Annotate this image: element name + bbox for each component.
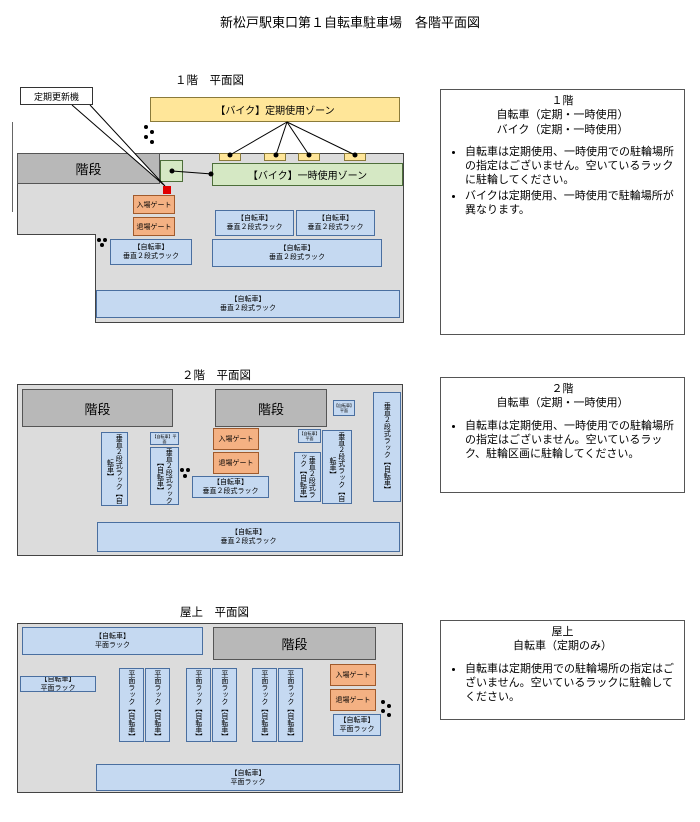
dot-icon: [387, 704, 391, 708]
dot-icon: [180, 468, 184, 472]
floor2-stairs-left: 階段: [22, 389, 173, 427]
machine-callout: 定期更新機: [20, 87, 93, 105]
floor1-rack: 【自転車】垂直２段式ラック: [215, 210, 294, 236]
list-item: 自転車は定期使用、一時使用での駐輪場所の指定はございません。空いているラックに駐…: [465, 145, 674, 188]
floor2-rack: 【自転車】垂直２段式ラック: [97, 522, 400, 552]
rooftop-rack: 平面ラック【自転車】: [252, 668, 277, 742]
dot-icon: [186, 468, 190, 472]
rooftop-exit-gate: 退場ゲート: [330, 689, 376, 711]
rooftop-rack: 平面ラック【自転車】: [145, 668, 170, 742]
floor2-flat-rack: 【自転車】平面: [333, 400, 355, 416]
dot-icon: [97, 238, 101, 242]
floor1-cutout-border: [95, 234, 96, 323]
floor1-rack: 【自転車】垂直２段式ラック: [110, 239, 192, 265]
floor2-rack: 垂直２段式ラック【自転車】: [150, 447, 179, 505]
dot-icon: [387, 713, 391, 717]
rooftop-rack: 【自転車】平面ラック: [20, 676, 96, 692]
floor2-rack: 【自転車】垂直２段式ラック: [192, 476, 269, 498]
dot-icon: [183, 474, 187, 478]
floor2-info-sub1: 自転車（定期・一時使用）: [496, 396, 629, 410]
list-item: 自転車は定期使用での駐輪場所の指定はございません。空いているラックに駐輪してくだ…: [465, 662, 674, 705]
floor2-rack: 垂直２段式ラック【自転車】: [322, 430, 352, 504]
rooftop-rack: 【自転車】平面ラック: [96, 764, 400, 791]
floor2-rack: 垂直２段式ラック【自転車】: [373, 392, 401, 502]
rooftop-rack: 平面ラック【自転車】: [186, 668, 211, 742]
floor1-rack: 【自転車】垂直２段式ラック: [212, 239, 382, 267]
floor1-info-box: １階 自転車（定期・一時使用） バイク（定期・一時使用） 自転車は定期使用、一時…: [440, 89, 685, 335]
floor1-rack: 【自転車】垂直２段式ラック: [96, 290, 400, 318]
floor2-rack: 垂直２段式ラック【自転車】: [294, 452, 321, 502]
renewal-machine-icon[interactable]: [163, 186, 171, 194]
rooftop-rack: 平面ラック【自転車】: [278, 668, 303, 742]
rooftop-info-sub1: 自転車（定期のみ）: [513, 639, 612, 653]
floor1-heading: １階 平面図: [175, 73, 244, 87]
floor2-heading: ２階 平面図: [182, 368, 251, 382]
dot-icon: [103, 238, 107, 242]
dot-icon: [100, 243, 104, 247]
dot-icon: [381, 709, 385, 713]
floor1-entry-gate: 入場ゲート: [133, 195, 175, 214]
floor2-flat-rack: 【自転車】平面: [298, 429, 321, 443]
bike-regular-zone: 【バイク】定期使用ゾーン: [150, 97, 400, 122]
rooftop-rack: 平面ラック【自転車】: [119, 668, 144, 742]
dot-icon: [144, 135, 148, 139]
floor1-info-list: 自転車は定期使用、一時使用での駐輪場所の指定はございません。空いているラックに駐…: [451, 145, 674, 217]
page-title: 新松戸駅東口第１自転車駐車場 各階平面図: [219, 16, 480, 31]
rooftop-rack: 【自転車】平面ラック: [333, 714, 381, 736]
floor2-rack: 垂直２段式ラック【自転車】: [101, 432, 128, 506]
floor2-stairs-center: 階段: [215, 389, 327, 427]
list-item: バイクは定期使用、一時使用で駐輪場所が異なります。: [465, 189, 674, 218]
list-item: 自転車は定期使用、一時使用での駐輪場所の指定はございません。空いているラック、駐…: [465, 419, 674, 462]
floor1-outer-line: [12, 122, 13, 212]
dot-icon: [144, 125, 148, 129]
floor2-info-box: ２階 自転車（定期・一時使用） 自転車は定期使用、一時使用での駐輪場所の指定はご…: [440, 377, 685, 493]
floor2-exit-gate: 退場ゲート: [213, 452, 259, 474]
rooftop-entry-gate: 入場ゲート: [330, 664, 376, 686]
floor2-entry-gate: 入場ゲート: [213, 428, 259, 450]
dot-icon: [150, 140, 154, 144]
rooftop-heading: 屋上 平面図: [180, 605, 249, 619]
floor1-cutout-border2: [17, 234, 96, 235]
rooftop-rack: 平面ラック【自転車】: [212, 668, 237, 742]
floor2-flat-rack: 【自転車】平面: [150, 432, 179, 445]
rooftop-stairs: 階段: [213, 627, 376, 660]
floor1-info-title: １階: [551, 94, 574, 107]
floor1-info-sub1: 自転車（定期・一時使用）: [496, 108, 629, 122]
bike-temp-zone: 【バイク】一時使用ゾーン: [212, 163, 403, 186]
floor1-exit-gate: 退場ゲート: [133, 217, 175, 236]
rooftop-info-title: 屋上: [551, 625, 574, 638]
floor1-info-sub2: バイク（定期・一時使用）: [496, 122, 629, 136]
floor1-rack: 【自転車】垂直２段式ラック: [296, 210, 375, 236]
floor2-info-title: ２階: [551, 382, 574, 395]
dot-icon: [150, 130, 154, 134]
rooftop-info-box: 屋上 自転車（定期のみ） 自転車は定期使用での駐輪場所の指定はございません。空い…: [440, 620, 685, 720]
floor2-info-list: 自転車は定期使用、一時使用での駐輪場所の指定はございません。空いているラック、駐…: [451, 419, 674, 462]
rooftop-info-list: 自転車は定期使用での駐輪場所の指定はございません。空いているラックに駐輪してくだ…: [451, 662, 674, 705]
floor1-cutout: [16, 235, 96, 325]
rooftop-rack: 【自転車】平面ラック: [22, 627, 203, 655]
dot-icon: [381, 700, 385, 704]
